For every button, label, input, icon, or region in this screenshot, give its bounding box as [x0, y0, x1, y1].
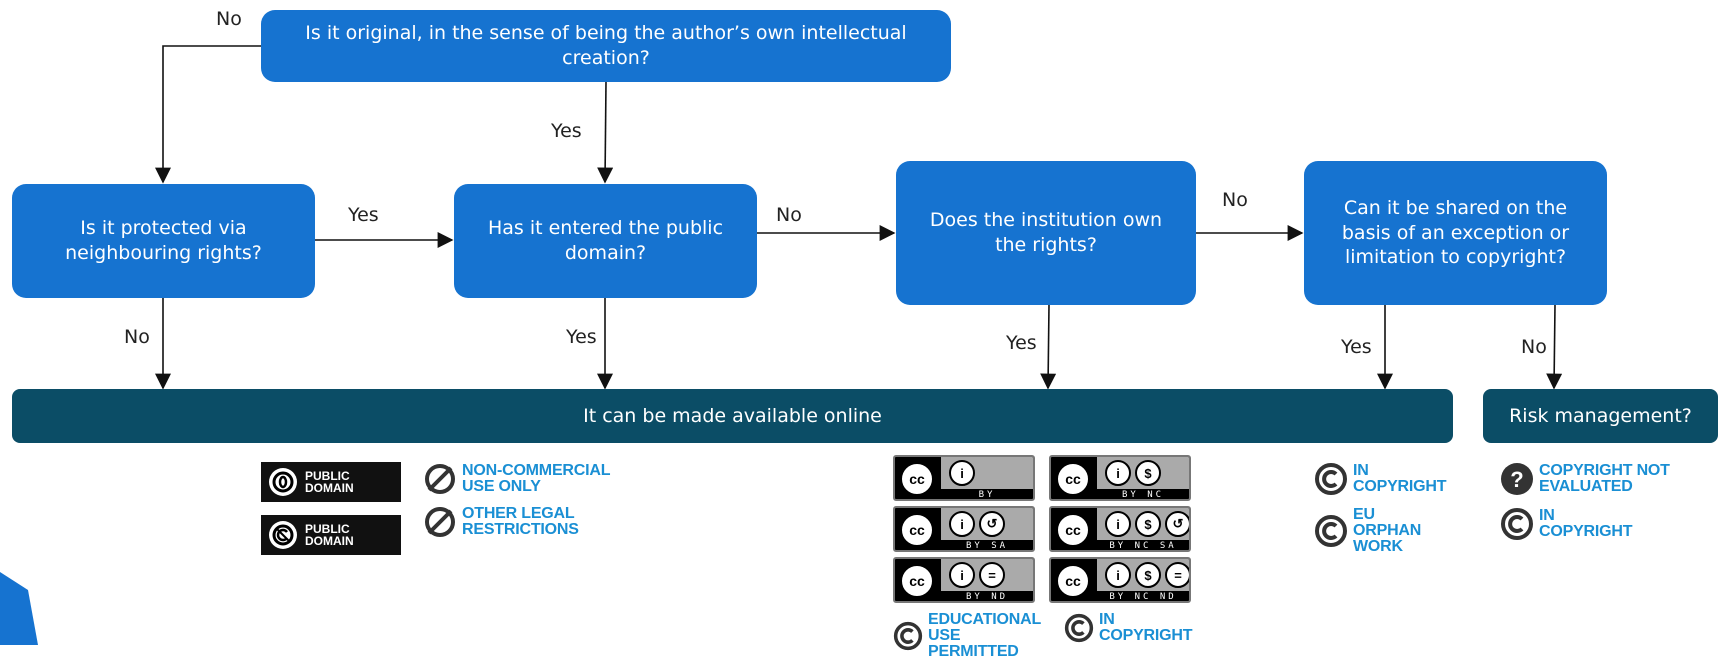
public-domain-mark-label: PUBLIC DOMAIN — [305, 469, 354, 495]
eu-orphan-badge: EU ORPHAN WORK — [1314, 507, 1443, 555]
educational-use-badge: EDUCATIONAL USE PERMITTED — [893, 611, 1041, 660]
label-neighbouring-yes: Yes — [348, 204, 379, 226]
cc-by-nd-badge: cc i= BY ND — [893, 557, 1035, 603]
cc-icon: cc — [900, 513, 934, 547]
node-original: Is it original, in the sense of being th… — [261, 10, 951, 82]
cc-by-nc-sa-code: BY NC SA — [1109, 541, 1177, 551]
edge-exception-no — [1546, 304, 1563, 390]
cc-by-code: BY — [978, 490, 996, 500]
label-institution-yes: Yes — [1006, 332, 1037, 354]
label-exception-yes: Yes — [1341, 336, 1372, 358]
in-copyright-badge-2: IN COPYRIGHT — [1314, 462, 1447, 496]
attribution-icon: i — [949, 460, 975, 486]
in-copyright-label-1: IN COPYRIGHT — [1099, 611, 1193, 644]
cc-icon: cc — [900, 564, 934, 598]
cc0-mark-label: PUBLIC DOMAIN — [305, 522, 354, 548]
share-alike-icon: ↺ — [1165, 511, 1189, 537]
copyright-icon — [1064, 613, 1094, 643]
zero-icon — [269, 468, 297, 496]
in-copyright-badge-3: IN COPYRIGHT — [1500, 507, 1633, 541]
outcome-risk-management: Risk management? — [1483, 389, 1718, 443]
edge-institution-yes — [1040, 304, 1057, 390]
noncommercial-label: NON-COMMERCIAL USE ONLY — [462, 462, 611, 495]
cc-by-badge: cc i BY — [893, 455, 1035, 501]
copyright-icon — [1315, 515, 1347, 547]
in-copyright-label-2: IN COPYRIGHT — [1353, 462, 1447, 495]
other-legal-badge: OTHER LEGAL RESTRICTIONS — [423, 505, 592, 539]
cc-by-nd-code: BY ND — [965, 592, 1009, 602]
in-copyright-badge-1: IN COPYRIGHT — [1064, 611, 1193, 644]
node-neighbouring-rights: Is it protected via neighbouring rights? — [12, 184, 315, 298]
cc-by-nc-code: BY NC — [1121, 490, 1165, 500]
cc-by-sa-badge: cc i↺ BY SA — [893, 506, 1035, 552]
no-derivatives-icon: = — [1165, 562, 1189, 588]
cc-icon: cc — [900, 462, 934, 496]
copyright-icon — [1501, 508, 1533, 540]
cc-icon: cc — [1056, 564, 1090, 598]
attribution-icon: i — [1105, 460, 1131, 486]
public-domain-mark: PUBLIC DOMAIN — [261, 462, 401, 502]
corner-decoration — [0, 572, 38, 645]
no-derivatives-icon: = — [979, 562, 1005, 588]
svg-text:?: ? — [1510, 467, 1523, 492]
public-domain-icon — [269, 521, 297, 549]
cc-by-nc-nd-code: BY NC ND — [1109, 592, 1177, 602]
cc0-mark: PUBLIC DOMAIN — [261, 515, 401, 555]
copyright-icon — [1315, 463, 1347, 495]
copyright-icon — [893, 621, 923, 651]
noncommercial-badge: NON-COMMERCIAL USE ONLY — [423, 462, 622, 496]
question-icon: ? — [1501, 463, 1533, 495]
attribution-icon: i — [1105, 562, 1131, 588]
cc-by-sa-code: BY SA — [965, 541, 1009, 551]
node-public-domain: Has it entered the public domain? — [454, 184, 757, 298]
no-sign-icon — [425, 507, 455, 537]
outcome-available-online: It can be made available online — [12, 389, 1453, 443]
label-public-no: No — [776, 204, 802, 226]
label-original-yes: Yes — [551, 120, 582, 142]
label-public-yes: Yes — [566, 326, 597, 348]
label-original-no: No — [216, 8, 242, 30]
cc-by-nc-nd-badge: cc i$= BY NC ND — [1049, 557, 1191, 603]
noncommercial-icon: $ — [1135, 562, 1161, 588]
no-sign-icon — [425, 464, 455, 494]
noncommercial-icon: $ — [1135, 511, 1161, 537]
label-neighbouring-no: No — [124, 326, 150, 348]
educational-use-label: EDUCATIONAL USE PERMITTED — [928, 611, 1041, 660]
node-exception-limitation: Can it be shared on the basis of an exce… — [1304, 161, 1607, 305]
share-alike-icon: ↺ — [979, 511, 1005, 537]
not-evaluated-badge: ? COPYRIGHT NOT EVALUATED — [1500, 462, 1689, 496]
not-evaluated-label: COPYRIGHT NOT EVALUATED — [1539, 462, 1670, 495]
label-exception-no: No — [1521, 336, 1547, 358]
node-institution-rights: Does the institution own the rights? — [896, 161, 1196, 305]
cc-by-nc-sa-badge: cc i$↺ BY NC SA — [1049, 506, 1191, 552]
cc-by-nc-badge: cc i$ BY NC — [1049, 455, 1191, 501]
in-copyright-label-3: IN COPYRIGHT — [1539, 507, 1633, 540]
attribution-icon: i — [1105, 511, 1131, 537]
cc-icon: cc — [1056, 462, 1090, 496]
label-institution-no: No — [1222, 189, 1248, 211]
other-legal-label: OTHER LEGAL RESTRICTIONS — [462, 505, 579, 538]
noncommercial-icon: $ — [1135, 460, 1161, 486]
attribution-icon: i — [949, 562, 975, 588]
cc-icon: cc — [1056, 513, 1090, 547]
edge-original-yes — [597, 81, 614, 184]
attribution-icon: i — [949, 511, 975, 537]
edge-original-no — [155, 45, 261, 184]
connector-lines — [155, 45, 1563, 390]
eu-orphan-label: EU ORPHAN WORK — [1353, 506, 1422, 555]
